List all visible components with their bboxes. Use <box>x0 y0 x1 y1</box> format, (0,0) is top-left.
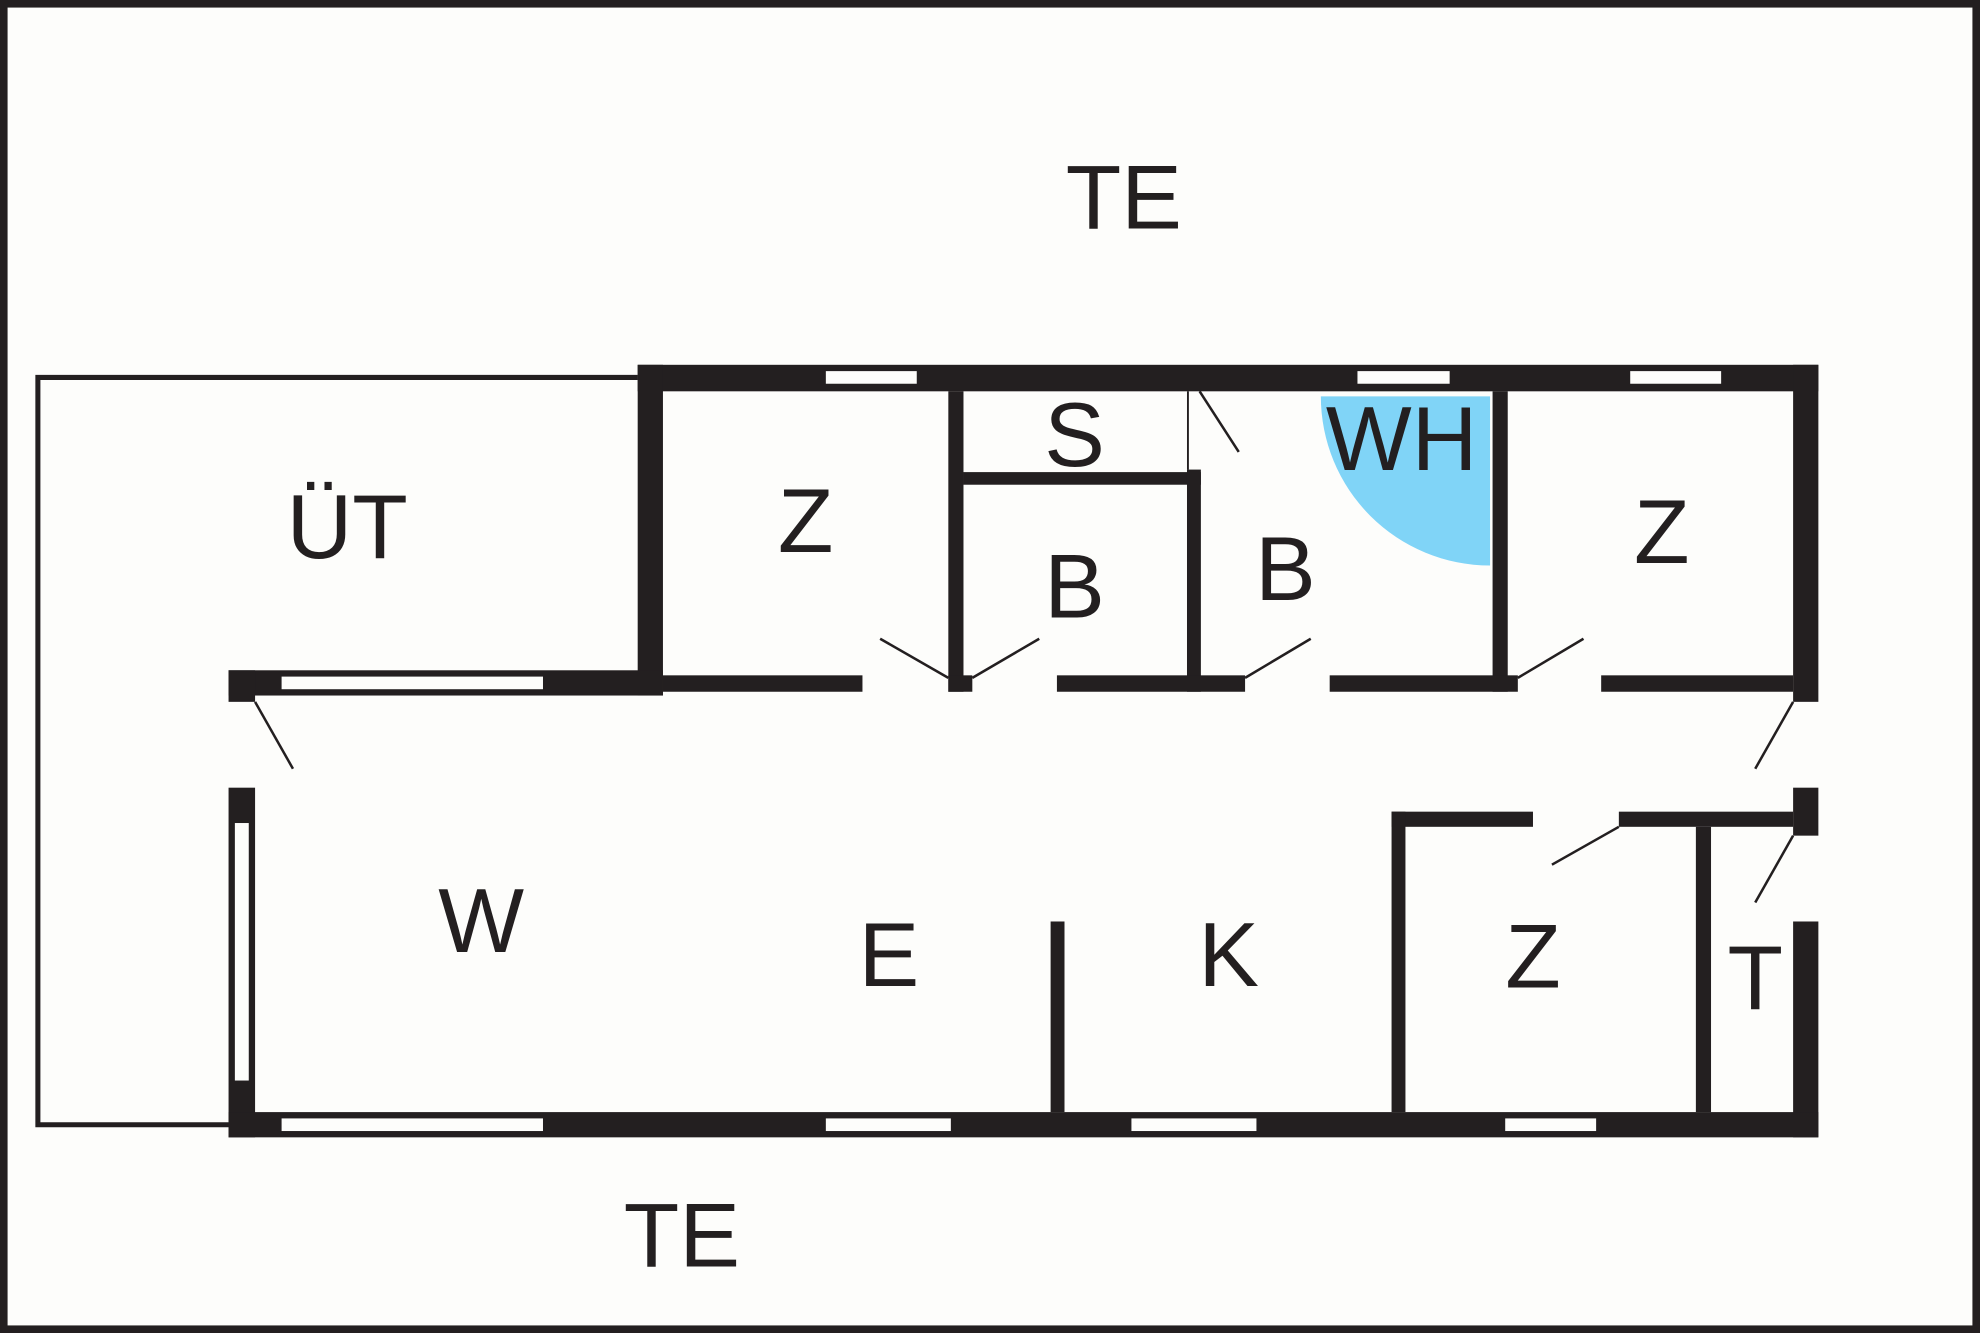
label-terrace-bottom: TE <box>624 1185 740 1286</box>
label-whirlpool: WH <box>1326 389 1477 490</box>
label-bath1: B <box>1044 536 1105 637</box>
windows <box>234 371 1722 1132</box>
label-toilet: T <box>1727 928 1783 1029</box>
label-terrace-top: TE <box>1066 148 1182 249</box>
door-swings <box>253 390 1795 904</box>
whirlpool-area <box>1320 396 1491 566</box>
label-sauna: S <box>1044 385 1105 486</box>
label-bath2: B <box>1255 519 1316 620</box>
walls <box>228 364 1819 1138</box>
label-room-z3: Z <box>1505 906 1561 1007</box>
label-kitchen: K <box>1198 905 1259 1006</box>
label-living: W <box>438 871 524 972</box>
covered-terrace-outline <box>35 374 638 1128</box>
label-dining: E <box>859 905 920 1006</box>
label-room-z2: Z <box>1634 482 1690 583</box>
room-labels: TE ÜT Z S B B WH Z W E K Z T TE <box>287 148 1783 1287</box>
label-covered-terrace: ÜT <box>287 477 408 578</box>
label-room-z1: Z <box>778 471 834 572</box>
